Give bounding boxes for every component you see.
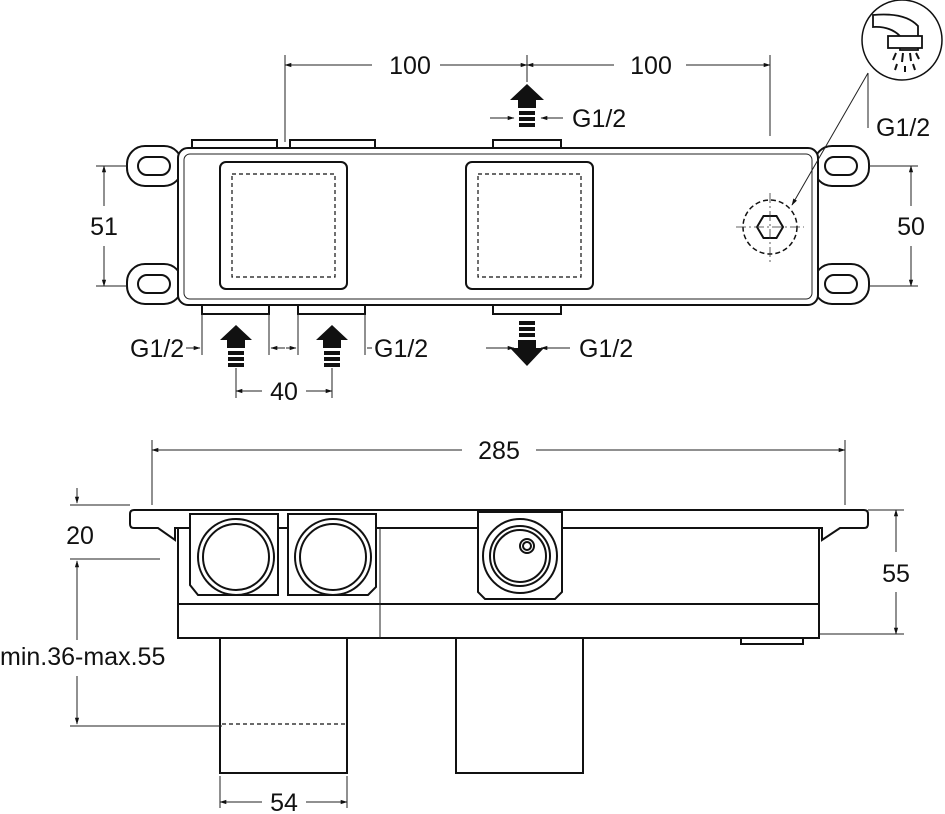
flow-arrow-icon <box>220 325 252 367</box>
inlet-port-left <box>189 513 279 596</box>
dim-spacing-right: 100 <box>630 52 672 80</box>
top-view: 100 100 51 50 G1/2 <box>90 0 943 406</box>
flow-arrow-icon <box>510 84 544 127</box>
flow-arrow-icon <box>510 321 544 366</box>
dim-depth: 55 <box>882 560 910 588</box>
mounting-flange-left <box>126 145 183 305</box>
inlet-port-right <box>287 513 377 596</box>
dim-flange: 20 <box>66 522 94 550</box>
front-view: 285 <box>0 437 910 814</box>
flow-arrow-icon <box>316 325 348 367</box>
thread-inlet-left: G1/2 <box>130 335 184 363</box>
dim-height-left: 51 <box>90 213 118 241</box>
sleeve-right <box>455 637 584 774</box>
thread-inlet-right: G1/2 <box>374 335 428 363</box>
outlet-port <box>477 511 563 600</box>
mounting-flange-right <box>813 145 870 305</box>
hex-plug-icon <box>736 193 804 262</box>
sleeve-left <box>219 637 348 774</box>
thread-outlet-bottom: G1/2 <box>579 335 633 363</box>
dim-inlet-spacing: 40 <box>270 378 298 406</box>
dim-sleeve-width: 54 <box>270 789 298 814</box>
valve-body-top <box>177 147 819 306</box>
cartridge-left <box>219 161 348 290</box>
dim-install-range: min.36-max.55 <box>0 643 165 671</box>
thread-outlet-top: G1/2 <box>572 105 626 133</box>
shower-head-icon <box>861 0 943 81</box>
dim-width: 285 <box>478 437 520 465</box>
cartridge-right <box>465 161 594 290</box>
dim-height-right: 50 <box>897 213 925 241</box>
dim-spacing-left: 100 <box>389 52 431 80</box>
thread-shower: G1/2 <box>876 114 930 142</box>
